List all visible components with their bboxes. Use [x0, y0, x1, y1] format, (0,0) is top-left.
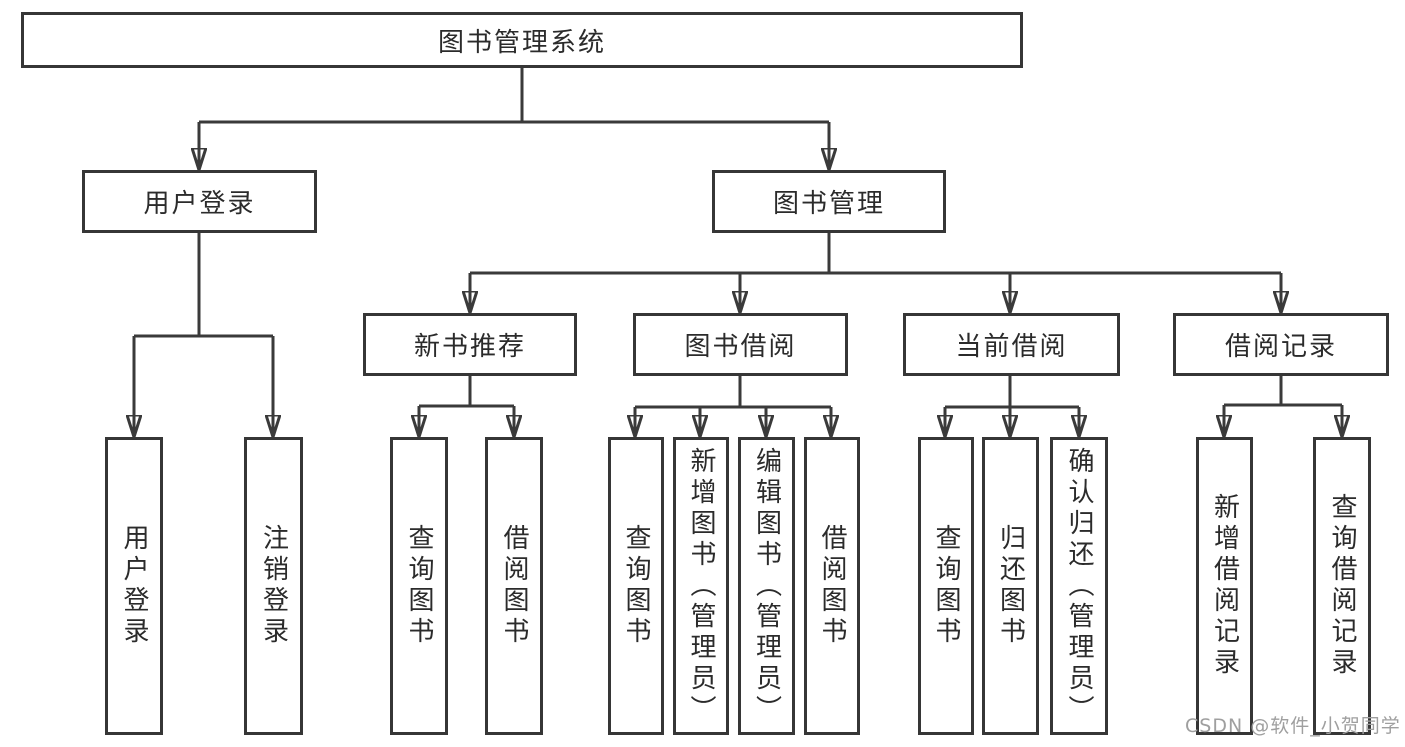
- node-current-borrow-label: 当前借阅: [955, 332, 1068, 362]
- node-root: 图书管理系统: [21, 12, 1023, 68]
- leaf-add-borrow-record-label: 新增借阅记录: [1209, 493, 1240, 679]
- leaf-user-login: 用户登录: [105, 437, 163, 735]
- leaf-confirm-return-admin-label: 确认归还（管理员）: [1064, 446, 1094, 726]
- node-borrow-records-label: 借阅记录: [1224, 332, 1337, 362]
- leaf-query-books-recommend: 查询图书: [390, 437, 448, 735]
- leaf-logout: 注销登录: [244, 437, 303, 735]
- node-user-login-label: 用户登录: [143, 189, 256, 219]
- leaf-add-book-admin: 新增图书（管理员）: [673, 437, 729, 735]
- leaf-borrow-books-recommend: 借阅图书: [485, 437, 543, 735]
- leaf-user-login-label: 用户登录: [119, 524, 149, 648]
- leaf-borrow-books: 借阅图书: [804, 437, 860, 735]
- leaf-return-book: 归还图书: [982, 437, 1039, 735]
- node-user-login: 用户登录: [82, 170, 317, 233]
- node-book-borrow: 图书借阅: [633, 313, 848, 376]
- leaf-query-books-current: 查询图书: [918, 437, 974, 735]
- leaf-confirm-return-admin: 确认归还（管理员）: [1050, 437, 1108, 735]
- node-borrow-records: 借阅记录: [1173, 313, 1389, 376]
- node-book-borrow-label: 图书借阅: [684, 332, 797, 362]
- leaf-borrow-books-recommend-label: 借阅图书: [499, 524, 529, 648]
- leaf-add-borrow-record: 新增借阅记录: [1196, 437, 1253, 735]
- node-new-book-recommend: 新书推荐: [363, 313, 577, 376]
- leaf-query-borrow-record-label: 查询借阅记录: [1327, 493, 1357, 679]
- leaf-query-books-recommend-label: 查询图书: [404, 524, 434, 648]
- watermark: CSDN @软件_小贺同学: [1185, 715, 1401, 737]
- node-current-borrow: 当前借阅: [903, 313, 1120, 376]
- node-book-management-label: 图书管理: [772, 189, 885, 219]
- node-root-label: 图书管理系统: [437, 27, 606, 58]
- leaf-query-borrow-record: 查询借阅记录: [1313, 437, 1371, 735]
- node-book-management: 图书管理: [712, 170, 946, 233]
- leaf-query-books-borrow-label: 查询图书: [621, 524, 651, 648]
- leaf-edit-book-admin-label: 编辑图书（管理员）: [751, 446, 782, 726]
- node-new-book-recommend-label: 新书推荐: [413, 332, 526, 362]
- leaf-query-books-current-label: 查询图书: [931, 524, 961, 648]
- branch-lines: [134, 68, 1342, 409]
- leaf-borrow-books-label: 借阅图书: [817, 524, 847, 648]
- leaf-add-book-admin-label: 新增图书（管理员）: [686, 446, 716, 726]
- leaf-edit-book-admin: 编辑图书（管理员）: [738, 437, 795, 735]
- leaf-logout-label: 注销登录: [258, 524, 289, 648]
- leaf-return-book-label: 归还图书: [995, 524, 1026, 648]
- leaf-query-books-borrow: 查询图书: [608, 437, 664, 735]
